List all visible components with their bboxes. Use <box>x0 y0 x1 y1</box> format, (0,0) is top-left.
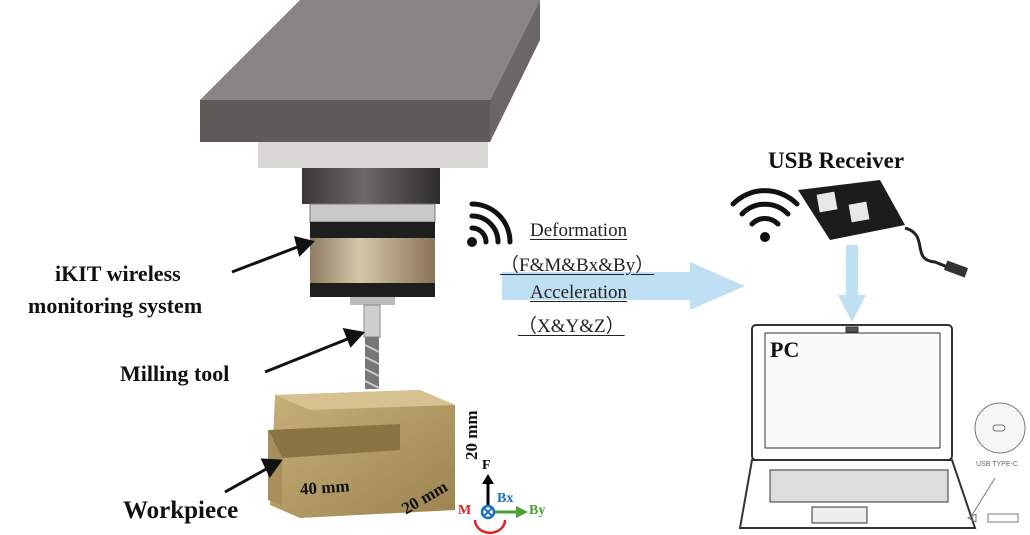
usb-receiver-label: USB Receiver <box>768 148 905 173</box>
usb-type-c-label: USB TYPE-C <box>976 461 1018 468</box>
ikit-label: iKIT wireless <box>55 261 181 286</box>
milling-tool <box>363 304 381 389</box>
wifi-icon-transmitter <box>467 201 513 247</box>
length-dimension: 40 mm <box>299 476 351 499</box>
signal-arrow <box>502 262 745 310</box>
ikit-label-line2: monitoring system <box>28 293 203 318</box>
height-dimension: 20 mm <box>462 410 481 460</box>
usb-to-pc-arrow <box>838 245 866 322</box>
axis-m-label: M <box>458 503 472 518</box>
laptop-pc <box>738 324 977 529</box>
axis-by-label: By <box>529 503 546 518</box>
acceleration-components: （X&Y&Z） <box>518 316 625 337</box>
usb-receiver-device <box>798 180 969 278</box>
deformation-components: （F&M&Bx&By） <box>500 255 655 276</box>
workpiece-label: Workpiece <box>123 497 239 524</box>
deformation-label: Deformation <box>530 220 628 241</box>
axis-bx-label: Bx <box>497 491 514 506</box>
pc-label: PC <box>770 337 800 362</box>
acceleration-label: Acceleration <box>530 282 628 303</box>
ikit-monitoring-holder <box>309 203 436 305</box>
milling-tool-label: Milling tool <box>120 361 230 386</box>
leader-arrows <box>224 235 365 494</box>
workpiece-block <box>268 390 455 518</box>
coordinate-axes <box>473 474 528 535</box>
usb-type-c-inset <box>966 402 1026 523</box>
axis-f-label: F <box>482 458 491 473</box>
spindle-head <box>200 0 540 204</box>
wifi-icon-receiver <box>730 188 800 242</box>
